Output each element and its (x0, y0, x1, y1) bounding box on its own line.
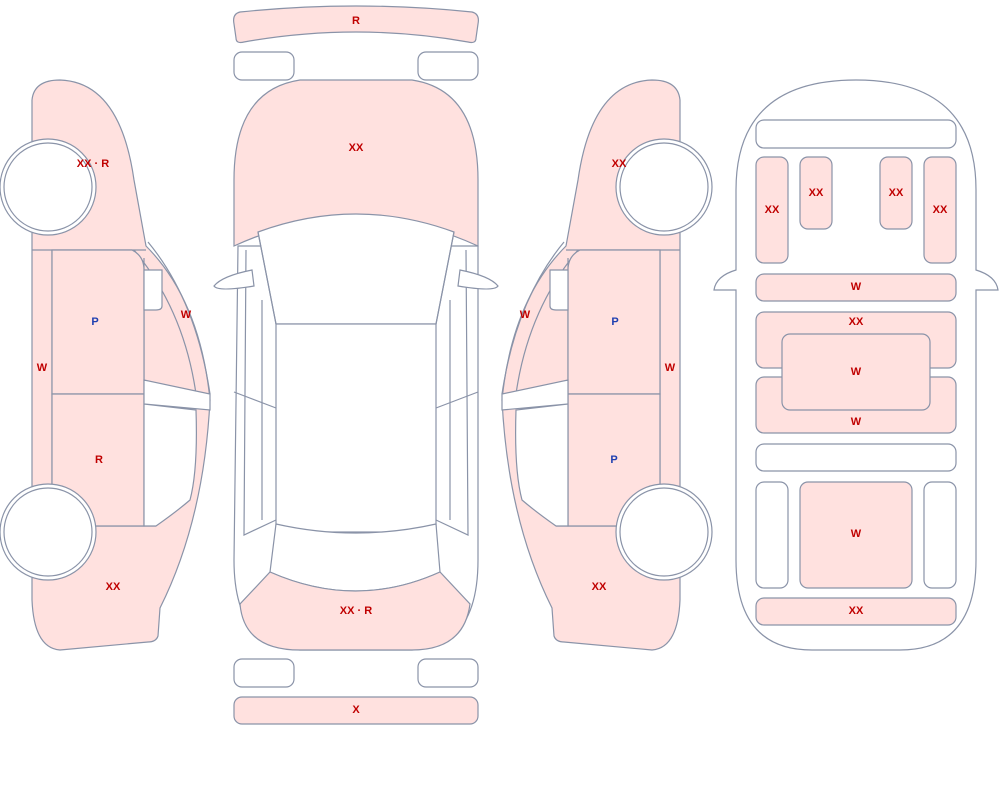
interior-dash[interactable] (755, 273, 957, 302)
code-int-front-seats: XX (849, 316, 864, 328)
interior-cargo-right[interactable] (923, 481, 957, 589)
left-side-view: XX · R W P R W XX (0, 79, 211, 651)
right-side-window-front[interactable] (549, 269, 569, 311)
code-left-pillar: W (181, 309, 192, 321)
windshield[interactable] (257, 213, 455, 325)
code-left-rear-quarter: XX (106, 581, 121, 593)
right-front-door-panel[interactable] (567, 249, 661, 395)
code-right-rear-door: P (610, 454, 617, 466)
left-front-door-panel[interactable] (51, 249, 145, 395)
code-int-dash: W (851, 281, 862, 293)
code-int-seat-right-outer: XX (933, 204, 948, 216)
right-side-view: XX W P P W XX (501, 79, 713, 651)
interior-rear-window-strip[interactable] (755, 443, 957, 472)
left-side-window-front[interactable] (143, 269, 163, 311)
code-hood: XX (349, 142, 364, 154)
interior-seat-right-outer[interactable] (923, 156, 957, 264)
interior-seat-right-inner[interactable] (879, 156, 913, 230)
code-int-seat-left-outer: XX (765, 204, 780, 216)
right-taillight[interactable] (417, 658, 479, 688)
left-headlight[interactable] (233, 51, 295, 81)
code-left-front-door: P (91, 316, 98, 328)
code-right-sill: W (665, 362, 676, 374)
code-right-rear-quarter: XX (592, 581, 607, 593)
code-left-sill: W (37, 362, 48, 374)
roof-panel[interactable] (275, 323, 437, 533)
front-bumper-panel[interactable] (233, 5, 479, 44)
top-view: R XX XX · R X (213, 5, 499, 725)
interior-cargo[interactable] (799, 481, 913, 589)
code-left-front-fender: XX · R (77, 158, 109, 170)
interior-console[interactable] (781, 333, 931, 411)
rear-bumper-panel[interactable] (233, 696, 479, 725)
code-int-cargo: W (851, 528, 862, 540)
interior-windshield-strip[interactable] (755, 119, 957, 149)
code-int-rear-seats: W (851, 416, 862, 428)
interior-seat-left-inner[interactable] (799, 156, 833, 230)
code-right-front-door: P (611, 316, 618, 328)
right-headlight[interactable] (417, 51, 479, 81)
code-int-console: W (851, 366, 862, 378)
code-right-pillar: W (520, 309, 531, 321)
code-int-seat-right-inner: XX (889, 187, 904, 199)
interior-rear-panel[interactable] (755, 597, 957, 626)
rear-window[interactable] (269, 523, 441, 592)
interior-view: XX XX XX XX W XX W W W XX (713, 79, 999, 651)
interior-cargo-left[interactable] (755, 481, 789, 589)
code-right-front-fender: XX (612, 158, 627, 170)
code-trunk: XX · R (340, 605, 372, 617)
right-mirror[interactable] (457, 269, 499, 290)
right-side-window-rear[interactable] (501, 379, 569, 527)
left-taillight[interactable] (233, 658, 295, 688)
code-int-rear-panel: XX (849, 605, 864, 617)
trunk-panel[interactable] (239, 571, 471, 651)
code-left-rear-door: R (95, 454, 103, 466)
left-mirror[interactable] (213, 269, 255, 290)
code-int-seat-left-inner: XX (809, 187, 824, 199)
code-front-bumper: R (352, 15, 360, 27)
interior-seat-left-outer[interactable] (755, 156, 789, 264)
left-side-window-rear[interactable] (143, 379, 211, 527)
code-rear-bumper: X (352, 704, 360, 716)
